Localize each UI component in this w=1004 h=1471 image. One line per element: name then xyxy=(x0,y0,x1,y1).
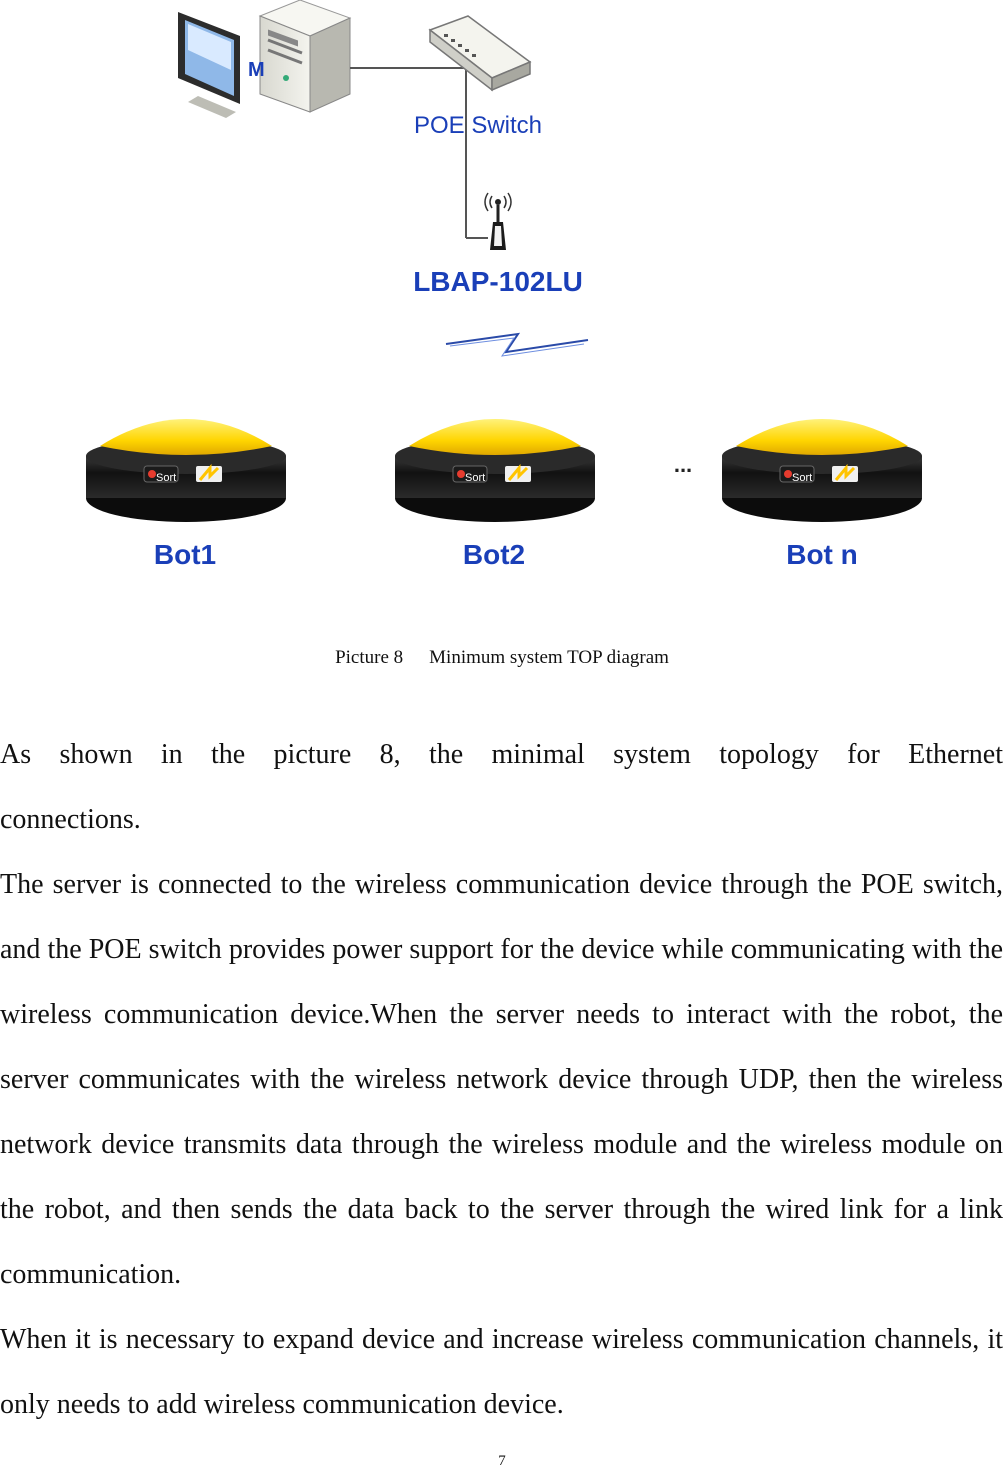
bot-brand-label: Sort xyxy=(465,472,485,484)
bot-brand-label: Sort xyxy=(156,472,176,484)
paragraph-expansion: When it is necessary to expand device an… xyxy=(0,1324,1003,1420)
caption-number: Picture 8 xyxy=(335,647,404,668)
bot-label: Bot1 xyxy=(154,539,216,570)
robot-botn xyxy=(720,417,924,524)
system-topology-diagram: M POE Switch LBAP-102LU Sort Sort Sor xyxy=(84,0,924,570)
paragraph-description: The server is connected to the wireless … xyxy=(0,869,1003,1290)
figure-caption: Picture 8 Minimum system TOP diagram xyxy=(0,646,1004,670)
wireless-signal-icon xyxy=(445,332,589,357)
body-text: As shown in the picture 8, the minimal s… xyxy=(0,722,1003,1437)
monitor-icon xyxy=(178,12,240,118)
robot-bot2 xyxy=(393,417,597,524)
ellipsis-label: ... xyxy=(674,452,692,477)
page-number: 7 xyxy=(498,1453,506,1469)
server-partial-label: M xyxy=(248,59,265,81)
server-icon xyxy=(258,0,352,113)
poe-switch-icon xyxy=(428,15,532,92)
caption-title: Minimum system TOP diagram xyxy=(429,647,669,668)
access-point-label: LBAP-102LU xyxy=(413,266,583,297)
paragraph-intro: As shown in the picture 8, the minimal s… xyxy=(0,739,1003,835)
bot-label: Bot n xyxy=(786,539,858,570)
access-point-icon xyxy=(484,192,512,250)
bot-brand-label: Sort xyxy=(792,472,812,484)
robot-bot1 xyxy=(84,417,288,524)
poe-switch-label: POE Switch xyxy=(414,112,542,139)
bot-label: Bot2 xyxy=(463,539,525,570)
